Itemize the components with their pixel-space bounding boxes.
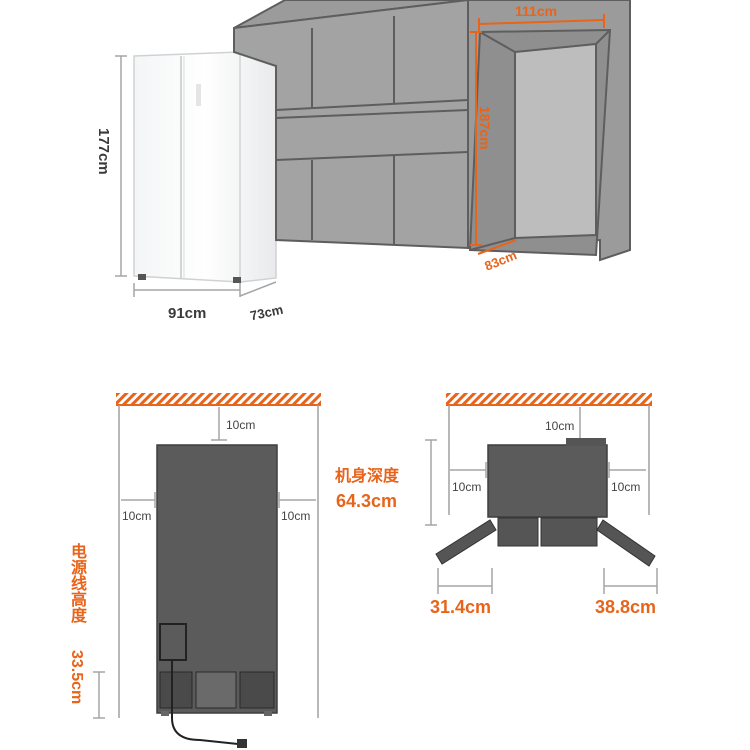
top-view-left-gap-label: 10cm [450, 480, 484, 494]
power-cord-height-value: 33.5cm [68, 650, 85, 705]
top-view-clearance-diagram [435, 393, 656, 567]
fridge-dimension-lines [115, 55, 277, 297]
top-view-top-gap-label: 10cm [543, 419, 577, 433]
body-depth-title: 机身深度 [335, 468, 400, 485]
top-view-right-gap-label: 10cm [609, 480, 643, 494]
front-clearance-dimension-lines [93, 407, 316, 719]
front-left-gap-label: 10cm [120, 509, 154, 523]
left-door-swing-label: 31.4cm [430, 597, 492, 617]
cabinet-recess-illustration [233, 0, 631, 262]
recess-width-label: 111cm [515, 3, 558, 19]
front-right-gap-label: 10cm [279, 509, 313, 523]
front-clearance-diagram [116, 393, 321, 748]
front-top-gap-label: 10cm [224, 418, 258, 432]
fridge-width-label: 91cm [168, 305, 207, 322]
power-cord-height-title: 电源线高度 [68, 543, 85, 623]
body-depth-value: 64.3cm [336, 491, 398, 511]
fridge-height-label: 177cm [95, 128, 112, 175]
recess-dimension-lines [470, 14, 605, 255]
right-door-swing-label: 38.8cm [595, 597, 657, 617]
fridge-illustration [133, 51, 277, 283]
recess-height-label: 187cm [477, 106, 493, 150]
top-view-dimension-lines [425, 407, 658, 594]
